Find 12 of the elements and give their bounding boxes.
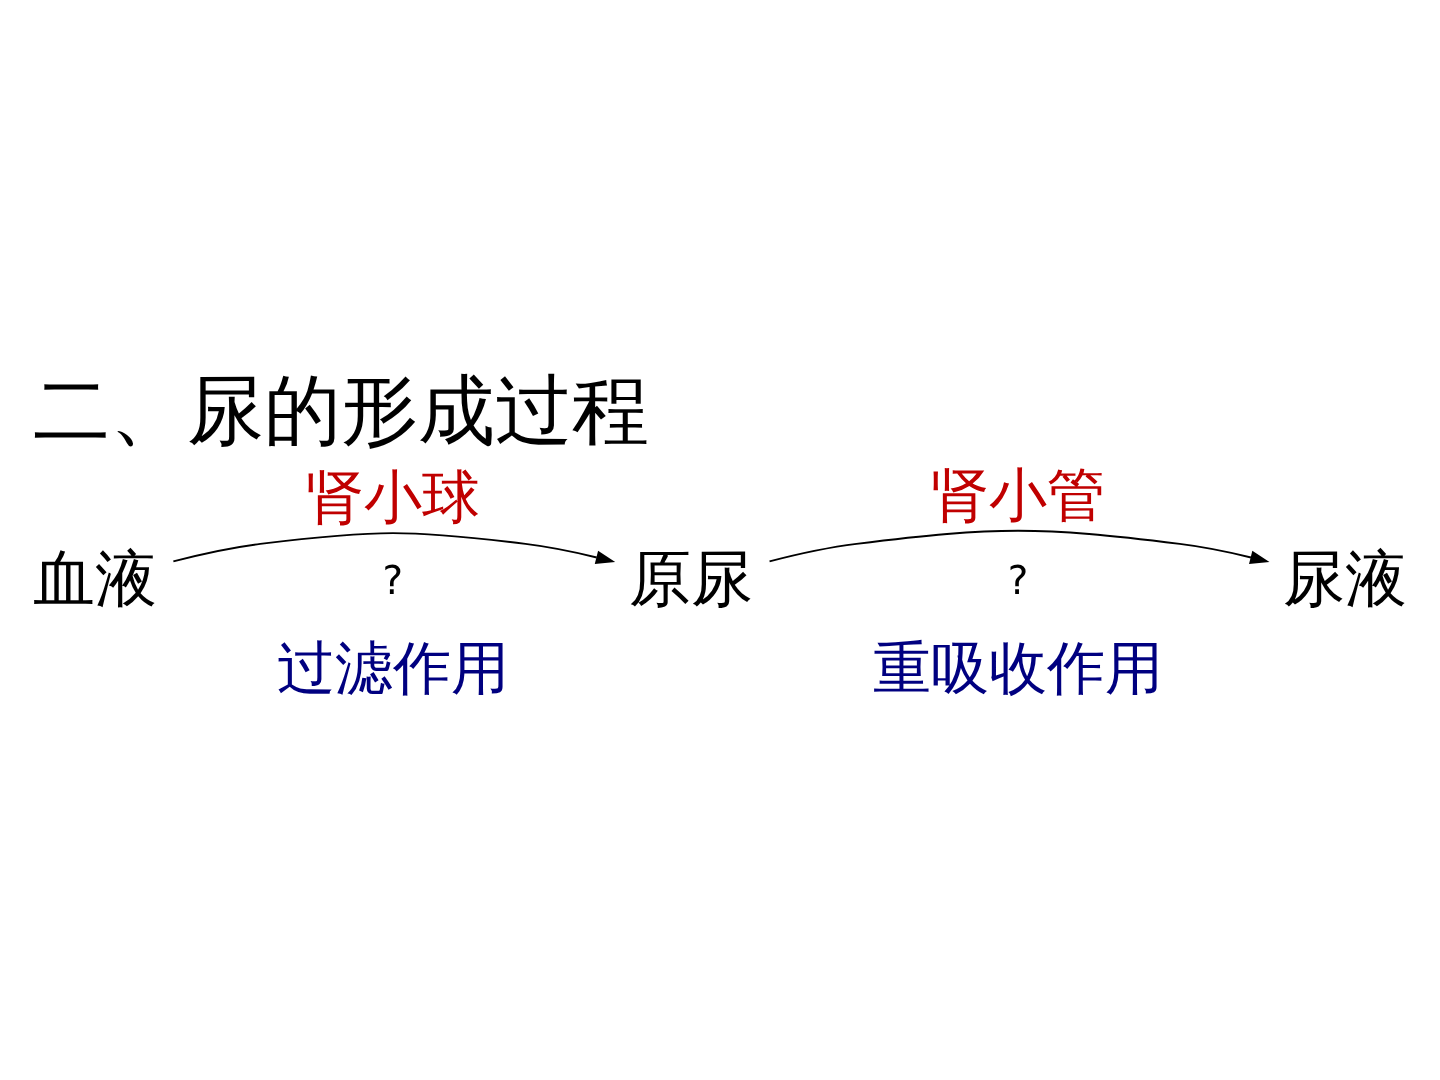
diagram-title: 二、尿的形成过程 [32,364,649,455]
label: 重吸收作用 [873,633,1164,702]
label: ? [1007,557,1029,603]
label: ? [382,557,404,603]
edge-label: 肾小管 [931,460,1106,529]
arrow [172,531,616,564]
edge-label: 肾小球 [305,462,480,531]
arrow [768,529,1270,564]
node-text: 血液 [32,542,157,615]
node-text: 原尿 [628,542,753,615]
node-text: 尿液 [1283,542,1408,615]
label: 过滤作用 [276,633,509,702]
